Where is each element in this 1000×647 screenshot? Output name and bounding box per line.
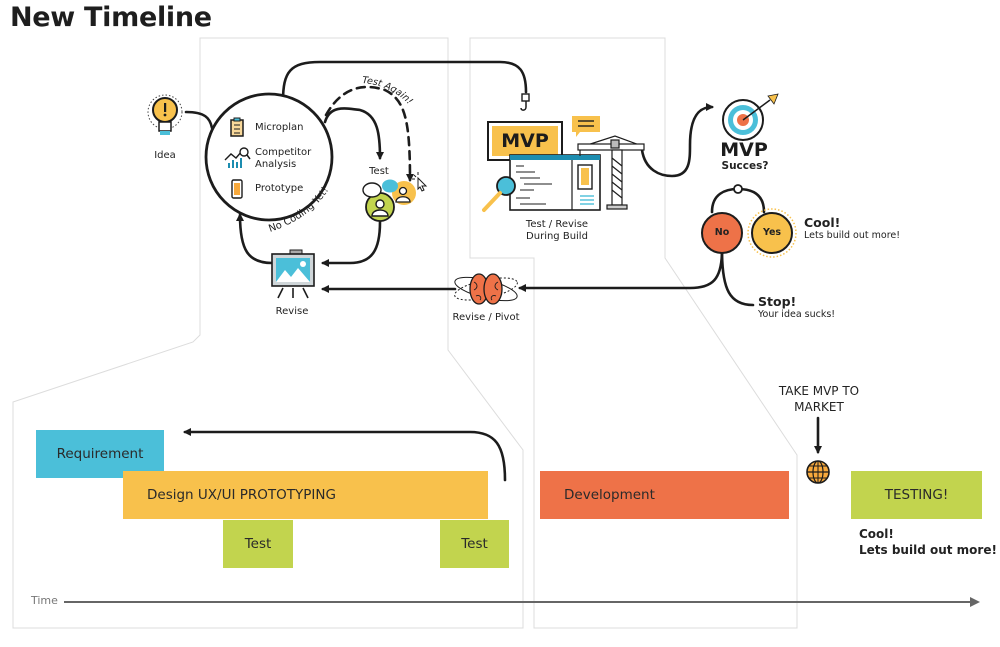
- easel-icon: [271, 249, 315, 299]
- connector-plan-to-test: [323, 107, 384, 160]
- yes-glow: [747, 208, 797, 258]
- build-label-line2: During Build: [526, 231, 588, 242]
- crane-icon: [577, 135, 645, 210]
- test-label: Test: [369, 166, 389, 177]
- bar-development: Development: [540, 471, 789, 519]
- prototype-label: Prototype: [255, 183, 304, 194]
- success-subtitle: Succes?: [721, 160, 769, 172]
- no-label: No: [714, 227, 730, 238]
- bar-test-1: Test: [223, 520, 293, 568]
- phase-outline-design: [12, 37, 524, 629]
- connector-no-to-stop: [720, 248, 755, 307]
- market-line1: TAKE MVP TO: [778, 384, 860, 398]
- connector-revise-to-plan: [236, 213, 274, 265]
- connector-idea-to-plan: [184, 110, 214, 130]
- competitor-line2: Analysis: [255, 159, 297, 170]
- idea-label: Idea: [154, 150, 176, 161]
- final-note: Cool! Lets build out more!: [859, 526, 997, 558]
- bar-testing: TESTING!: [851, 471, 982, 519]
- user-test-icon: [362, 179, 416, 222]
- final-note-line2: Lets build out more!: [859, 543, 997, 557]
- connector-test-again: [324, 85, 414, 182]
- smartphone-icon: [231, 179, 243, 199]
- revise-label: Revise: [275, 306, 309, 317]
- globe-icon: [806, 460, 830, 484]
- competitor-analysis-label: Competitor Analysis: [255, 147, 311, 171]
- time-axis-label: Time: [31, 594, 58, 607]
- clipboard-icon: [230, 117, 244, 137]
- success-title: MVP: [720, 139, 768, 161]
- competitor-line1: Competitor: [255, 147, 312, 158]
- cool-text: Lets build out more!: [804, 230, 901, 241]
- final-note-line1: Cool!: [859, 527, 894, 541]
- cursor-click-icon: [412, 172, 428, 192]
- stop-text: Your idea sucks!: [758, 309, 836, 320]
- chart-magnifier-icon: [224, 147, 251, 168]
- lightbulb-icon: [147, 94, 183, 135]
- target-icon: [722, 93, 779, 141]
- build-label-line1: Test / Revise: [525, 219, 589, 230]
- connector-test-to-revise: [321, 220, 382, 267]
- yes-label: Yes: [762, 227, 782, 238]
- no-circle[interactable]: [701, 212, 743, 254]
- mvp-build-icon: [482, 93, 601, 212]
- build-label: Test / Revise During Build: [526, 219, 588, 243]
- bar-requirement: Requirement: [36, 430, 164, 478]
- bar-test-2: Test: [440, 520, 509, 568]
- connector-crane-to-success: [640, 103, 714, 178]
- bar-design: Design UX/UI PROTOTYPING: [123, 471, 488, 519]
- brain-icon: [454, 273, 518, 305]
- connector-plan-to-mvp: [281, 60, 528, 103]
- market-label: TAKE MVP TO MARKET: [779, 383, 859, 415]
- decision-node: [733, 184, 743, 194]
- cool-title: Cool!: [804, 215, 841, 230]
- phase-outline-build: [469, 37, 798, 629]
- test-again-label: Test Again!: [362, 75, 415, 107]
- connector-no-to-pivot: [518, 248, 724, 292]
- microplan-label: Microplan: [255, 122, 304, 133]
- stop-title: Stop!: [758, 294, 797, 309]
- pivot-label: Revise / Pivot: [452, 312, 520, 323]
- page-title: New Timeline: [10, 2, 212, 33]
- mvp-badge: MVP: [501, 130, 549, 152]
- yes-circle[interactable]: [751, 212, 793, 254]
- connector-loop-back: [183, 428, 507, 482]
- market-line2: MARKET: [794, 400, 844, 414]
